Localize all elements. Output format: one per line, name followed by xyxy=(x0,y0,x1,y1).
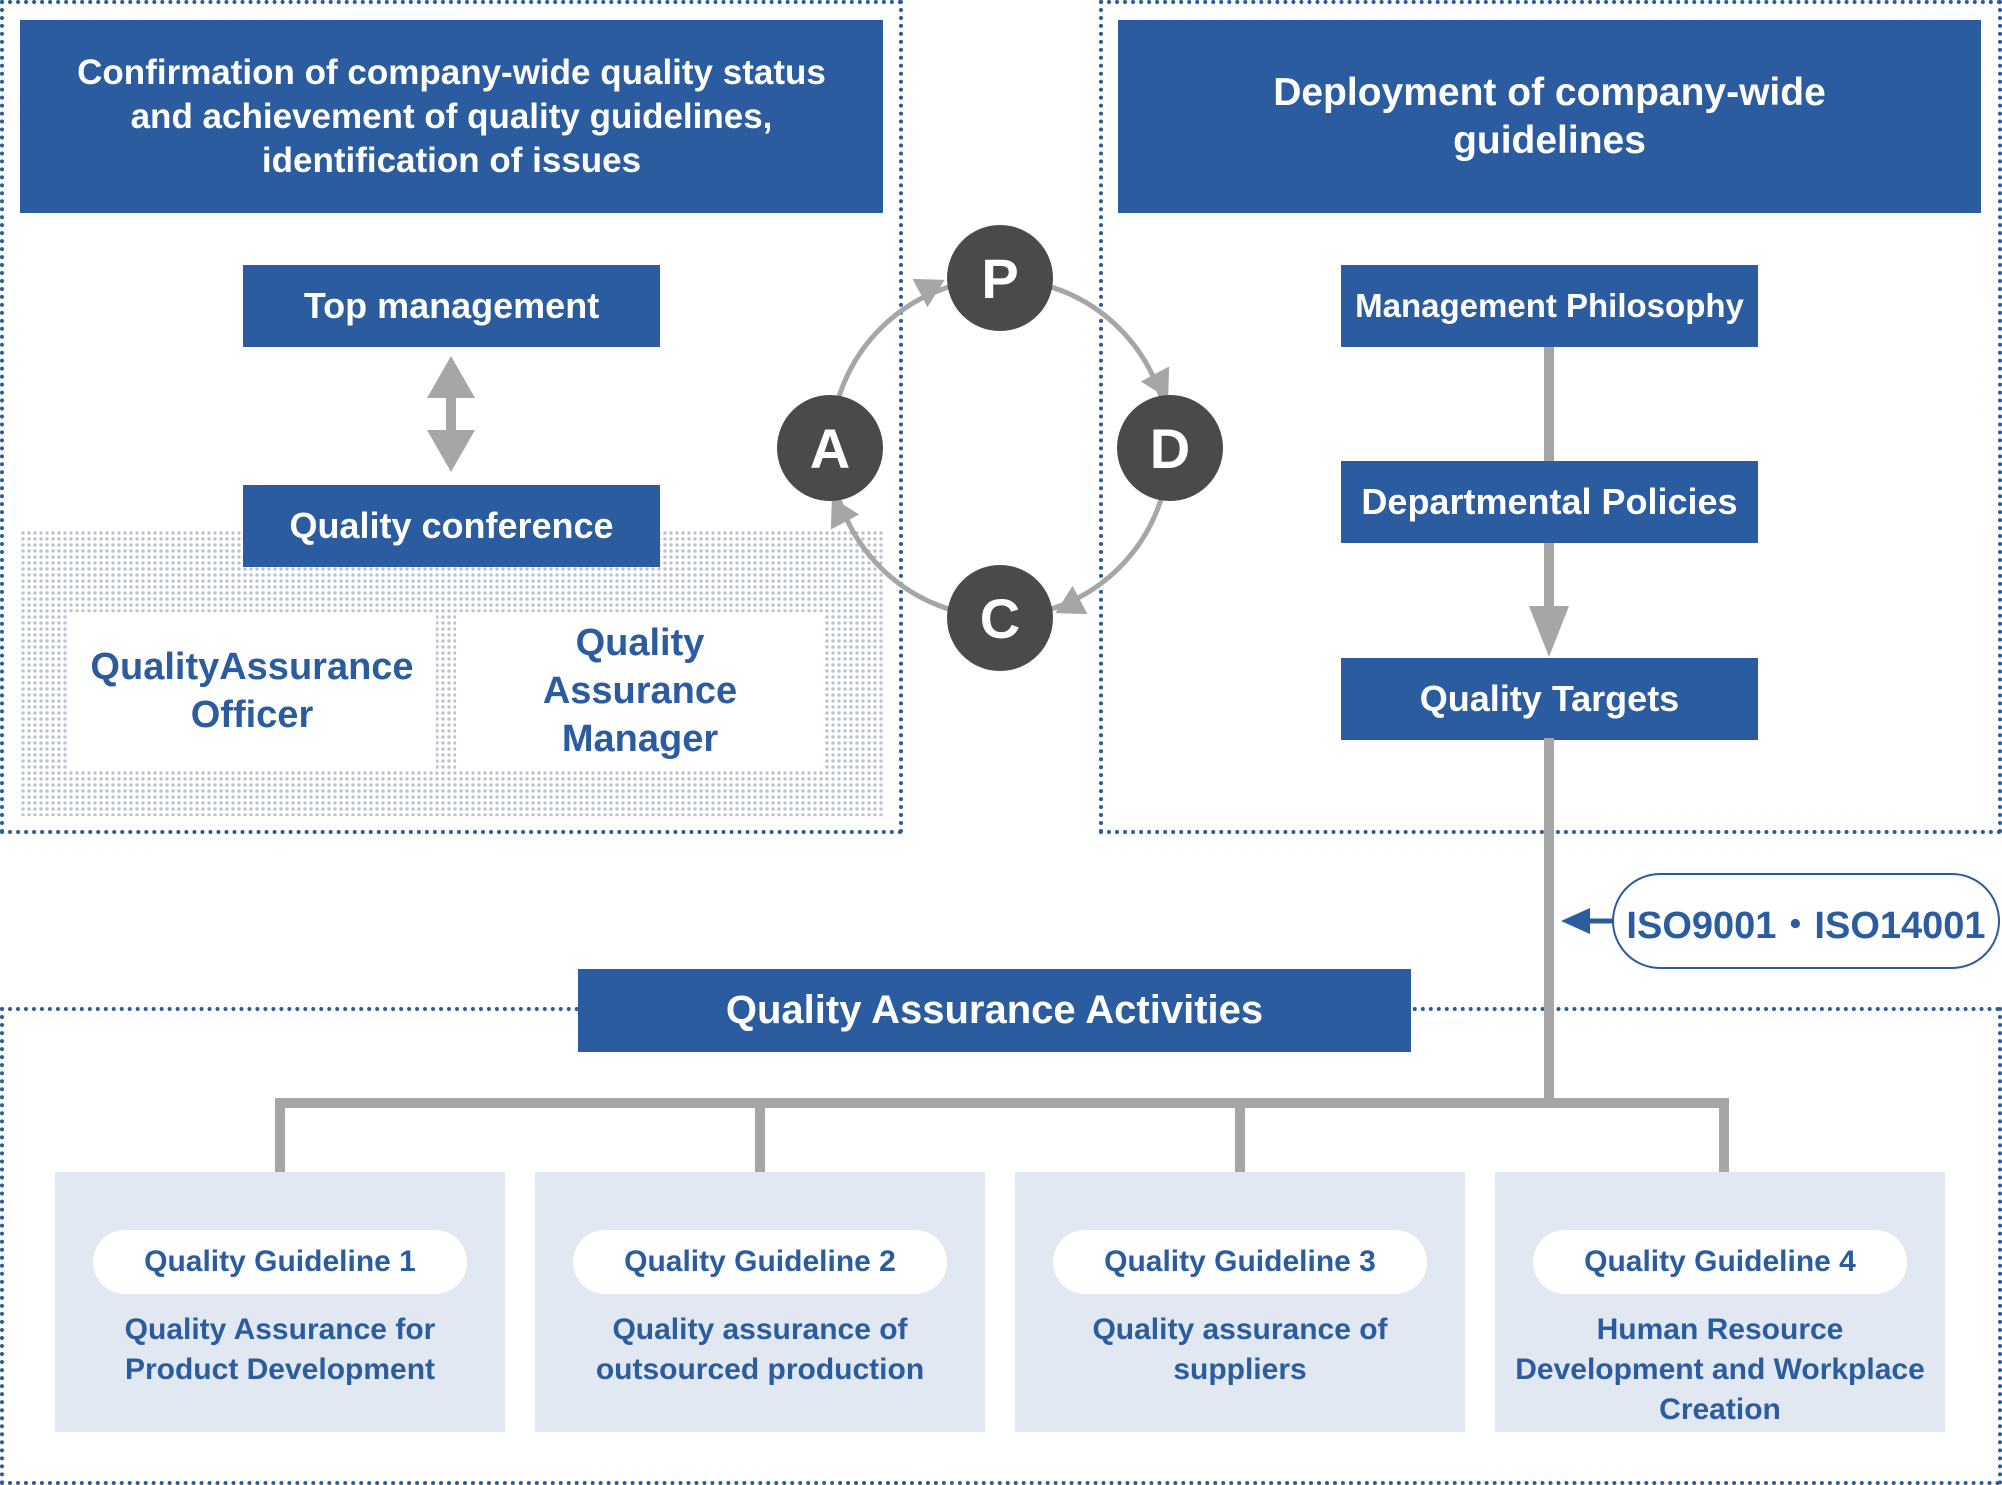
guideline-card-1: Quality Guideline 1 Quality Assurance fo… xyxy=(55,1172,505,1432)
guideline-4-label: Quality Guideline 4 xyxy=(1584,1245,1856,1278)
pdca-do-letter: D xyxy=(1149,416,1191,480)
pdca-plan-circle: P xyxy=(947,225,1053,331)
departmental-policies-label: Departmental Policies xyxy=(1361,481,1738,522)
guideline-1-pill: Quality Guideline 1 xyxy=(93,1230,467,1294)
guideline-1-label: Quality Guideline 1 xyxy=(144,1245,416,1278)
left-panel-header-text: Confirmation of company-wide quality sta… xyxy=(77,52,826,180)
right-panel-header: Deployment of company-wide guidelines xyxy=(1118,20,1981,213)
guideline-card-3: Quality Guideline 3 Quality assurance of… xyxy=(1015,1172,1465,1432)
guideline-drop-1 xyxy=(275,1098,285,1172)
right-panel-header-text: Deployment of company-wide guidelines xyxy=(1273,70,1826,162)
guideline-3-label: Quality Guideline 3 xyxy=(1104,1245,1376,1278)
guideline-2-label: Quality Guideline 2 xyxy=(624,1245,896,1278)
guideline-4-pill: Quality Guideline 4 xyxy=(1533,1230,1907,1294)
left-panel-header: Confirmation of company-wide quality sta… xyxy=(20,20,883,213)
guideline-2-pill: Quality Guideline 2 xyxy=(573,1230,947,1294)
guideline-drop-4 xyxy=(1719,1098,1729,1172)
guideline-3-description: Quality assurance of suppliers xyxy=(1092,1313,1388,1386)
guideline-card-2: Quality Guideline 2 Quality assurance of… xyxy=(535,1172,985,1432)
quality-conference-label: Quality conference xyxy=(289,505,614,546)
guideline-1-description: Quality Assurance for Product Developmen… xyxy=(124,1313,436,1386)
pdca-plan-letter: P xyxy=(981,246,1019,310)
management-philosophy-label: Management Philosophy xyxy=(1355,287,1744,324)
quality-conference-box: Quality conference xyxy=(243,485,660,567)
qa-officer-card: QualityAssurance Officer xyxy=(68,612,436,770)
pdca-check-letter: C xyxy=(979,586,1021,650)
quality-targets-box: Quality Targets xyxy=(1341,658,1758,740)
departmental-policies-box: Departmental Policies xyxy=(1341,461,1758,543)
pdca-act-letter: A xyxy=(809,416,851,480)
guideline-bus xyxy=(275,1098,1729,1108)
qa-officer-label: QualityAssurance Officer xyxy=(90,646,414,736)
pdca-do-circle: D xyxy=(1117,395,1223,501)
philosophy-connector xyxy=(1544,345,1554,465)
policies-connector xyxy=(1544,540,1554,615)
targets-down-connector xyxy=(1544,738,1554,1108)
quality-targets-label: Quality Targets xyxy=(1419,678,1680,719)
iso-standards-label: ISO9001・ISO14001 xyxy=(1626,904,1986,947)
qa-manager-card: Quality Assurance Manager xyxy=(456,612,824,770)
guideline-drop-3 xyxy=(1235,1098,1245,1172)
top-management-label: Top management xyxy=(303,285,600,326)
pdca-act-circle: A xyxy=(777,395,883,501)
management-philosophy-box: Management Philosophy xyxy=(1341,265,1758,347)
guideline-2-description: Quality assurance of outsourced producti… xyxy=(595,1313,925,1386)
qa-activities-title-box: Quality Assurance Activities xyxy=(578,969,1411,1052)
guideline-4-description: Human Resource Development and Workplace… xyxy=(1515,1313,1925,1426)
top-management-box: Top management xyxy=(243,265,660,347)
qa-manager-label: Quality Assurance Manager xyxy=(542,622,738,760)
guideline-card-4: Quality Guideline 4 Human Resource Devel… xyxy=(1495,1172,1945,1432)
guideline-3-pill: Quality Guideline 3 xyxy=(1053,1230,1427,1294)
pdca-check-circle: C xyxy=(947,565,1053,671)
guideline-drop-2 xyxy=(755,1098,765,1172)
qa-activities-title: Quality Assurance Activities xyxy=(725,988,1264,1032)
iso-standards-badge: ISO9001・ISO14001 xyxy=(1612,873,2000,969)
